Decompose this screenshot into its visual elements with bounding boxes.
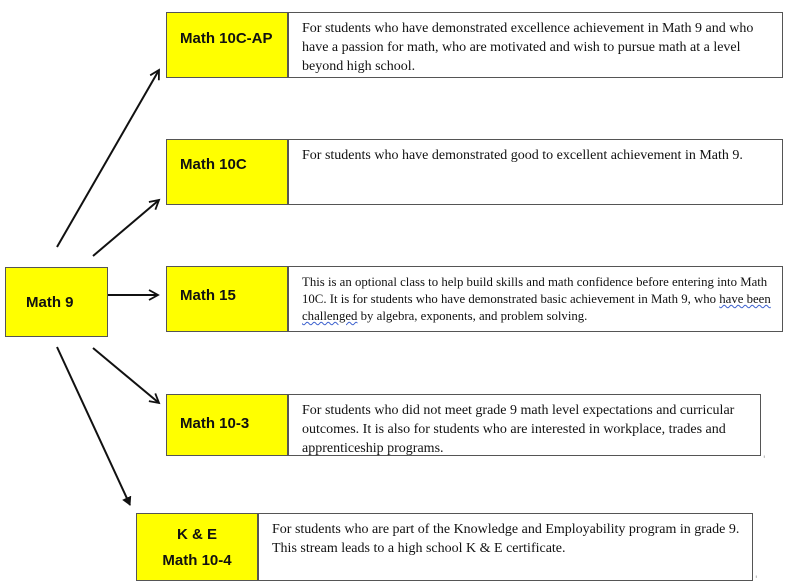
math-10c-ap-node: Math 10C-AP <box>166 12 288 78</box>
k-e-math-10-4-description: For students who are part of the Knowled… <box>258 513 753 581</box>
arrow-to-k-e-math-10-4 <box>56 346 132 506</box>
math-15-node: Math 15 <box>166 266 288 332</box>
math-10c-ap-description: For students who have demonstrated excel… <box>288 12 783 78</box>
math-15-description-part-1: This is an optional class to help build … <box>302 275 768 306</box>
math-10c-description: For students who have demonstrated good … <box>288 139 783 205</box>
math-10c-label: Math 10C <box>180 156 247 173</box>
math-9-label: Math 9 <box>26 293 74 311</box>
math-15-label: Math 15 <box>180 287 236 304</box>
math-15-description: This is an optional class to help build … <box>288 266 783 332</box>
math-10c-ap-label: Math 10C-AP <box>180 30 273 47</box>
arrow-to-math-10c-ap <box>56 68 160 248</box>
math-9-node: Math 9 <box>5 267 108 337</box>
math-10c-ap-description-text: For students who have demonstrated excel… <box>302 21 754 74</box>
math-15-description-text: This is an optional class to help build … <box>302 274 774 325</box>
k-e-label: K & E <box>176 525 217 543</box>
math-10-4-label: Math 10-4 <box>162 551 232 569</box>
math-15-description-part-3: by algebra, exponents, and problem solvi… <box>357 309 588 323</box>
math-10-3-description-text: For students who did not meet grade 9 ma… <box>302 403 735 456</box>
arrow-to-math-10c <box>92 198 161 257</box>
stray-mark-2: ' <box>755 575 758 585</box>
k-e-math-10-4-node: K & E Math 10-4 <box>136 513 258 581</box>
math-10-3-description: For students who did not meet grade 9 ma… <box>288 394 761 456</box>
math-10-3-node: Math 10-3 <box>166 394 288 456</box>
arrow-to-math-10-3 <box>92 347 161 405</box>
k-e-math-10-4-description-text: For students who are part of the Knowled… <box>272 522 740 556</box>
math-10c-description-text: For students who have demonstrated good … <box>302 148 743 163</box>
math-15-description-underlined: have been challenged <box>302 292 771 323</box>
stray-mark: ' <box>763 455 766 465</box>
math-10c-node: Math 10C <box>166 139 288 205</box>
math-10-3-label: Math 10-3 <box>180 415 250 432</box>
